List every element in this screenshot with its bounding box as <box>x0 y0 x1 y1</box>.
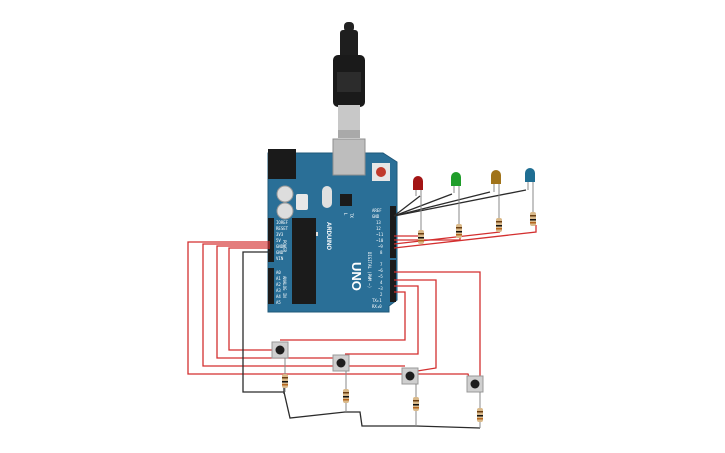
led-signal-wires[interactable] <box>393 225 537 249</box>
led-yellow[interactable] <box>491 170 501 220</box>
tx-led-label: TX <box>349 213 354 218</box>
power-jack <box>268 149 296 179</box>
pin-label-6: ~6 <box>378 268 383 273</box>
power-header <box>268 218 274 262</box>
led-green[interactable] <box>451 172 461 226</box>
usb-socket <box>332 138 366 176</box>
led-blue[interactable] <box>525 168 535 215</box>
board-model-label: UNO <box>349 262 364 291</box>
pin-label-gnd-d: GND <box>372 214 380 219</box>
pin-label-tx1: TX▸1 <box>372 298 382 303</box>
section-power-label: POWER <box>282 240 287 253</box>
capacitor <box>276 185 294 203</box>
pin-label-11: ~11 <box>376 232 384 237</box>
pulldown-resistor[interactable] <box>413 384 419 426</box>
capacitor <box>276 202 294 220</box>
pin-label-gnd: GND <box>276 244 284 249</box>
pin-label-10: ~10 <box>376 238 384 243</box>
pin-label-7: 7 <box>380 262 383 267</box>
pin-label-4: 4 <box>380 280 383 285</box>
pin-label-12: 12 <box>376 226 381 231</box>
pin-label-3v3: 3V3 <box>276 232 284 237</box>
usb-cable[interactable] <box>333 22 365 138</box>
pulldown-resistor[interactable] <box>477 392 483 428</box>
pin-label-5: ~5 <box>378 274 383 279</box>
pushbutton-1[interactable] <box>271 341 289 359</box>
pin-label-8: 8 <box>380 250 383 255</box>
pin-label-13: 13 <box>376 220 381 225</box>
microcontroller-chip <box>292 218 316 304</box>
pin-label-rx0: RX◂0 <box>372 304 382 309</box>
board-brand-label: ARDUINO <box>325 222 331 250</box>
crystal <box>322 186 332 208</box>
pin-label-aref: AREF <box>372 208 382 213</box>
led-resistor[interactable] <box>496 218 502 232</box>
analog-header <box>268 268 274 304</box>
led-resistor[interactable] <box>418 230 424 244</box>
l-led-label: L <box>343 213 348 216</box>
pin-label-a5: A5 <box>276 300 281 305</box>
pushbutton-2[interactable] <box>332 354 350 372</box>
pin-label-2: 2 <box>380 292 383 297</box>
pin-label-vin: VIN <box>276 256 284 261</box>
pushbutton-3[interactable] <box>401 367 419 385</box>
pushbutton-4[interactable] <box>466 375 484 393</box>
pin-label-reset: RESET <box>276 226 289 231</box>
digital-header-low <box>390 260 396 302</box>
pulldown-resistor[interactable] <box>343 371 349 412</box>
capacitor <box>296 194 308 210</box>
pin-label-a4: A4 <box>276 294 281 299</box>
arduino-uno-board[interactable]: ARDUINO UNO L TX POWER ANALOG IN DIGITAL… <box>267 138 398 313</box>
led-red[interactable] <box>413 176 423 230</box>
section-analog-label: ANALOG IN <box>282 276 287 298</box>
pulldown-resistor[interactable] <box>282 358 288 392</box>
pin-label-5v: 5V <box>276 238 281 243</box>
usb-chip <box>340 194 352 206</box>
pin-label-a3: A3 <box>276 288 281 293</box>
section-digital-label: DIGITAL (PWM ~) <box>367 252 372 288</box>
led-resistor[interactable] <box>530 212 536 226</box>
pin-label-gnd: GND <box>276 250 284 255</box>
pin-label-a1: A1 <box>276 276 281 281</box>
led-resistor[interactable] <box>456 224 462 238</box>
pin-label-9: ~9 <box>378 244 383 249</box>
pin-label-a2: A2 <box>276 282 281 287</box>
digital-header-high <box>390 206 396 258</box>
pin-label-3: ~3 <box>378 286 383 291</box>
led-ground-wires[interactable] <box>393 189 527 217</box>
pin-label-a0: A0 <box>276 270 281 275</box>
pin-label-ioref: IOREF <box>276 220 289 225</box>
